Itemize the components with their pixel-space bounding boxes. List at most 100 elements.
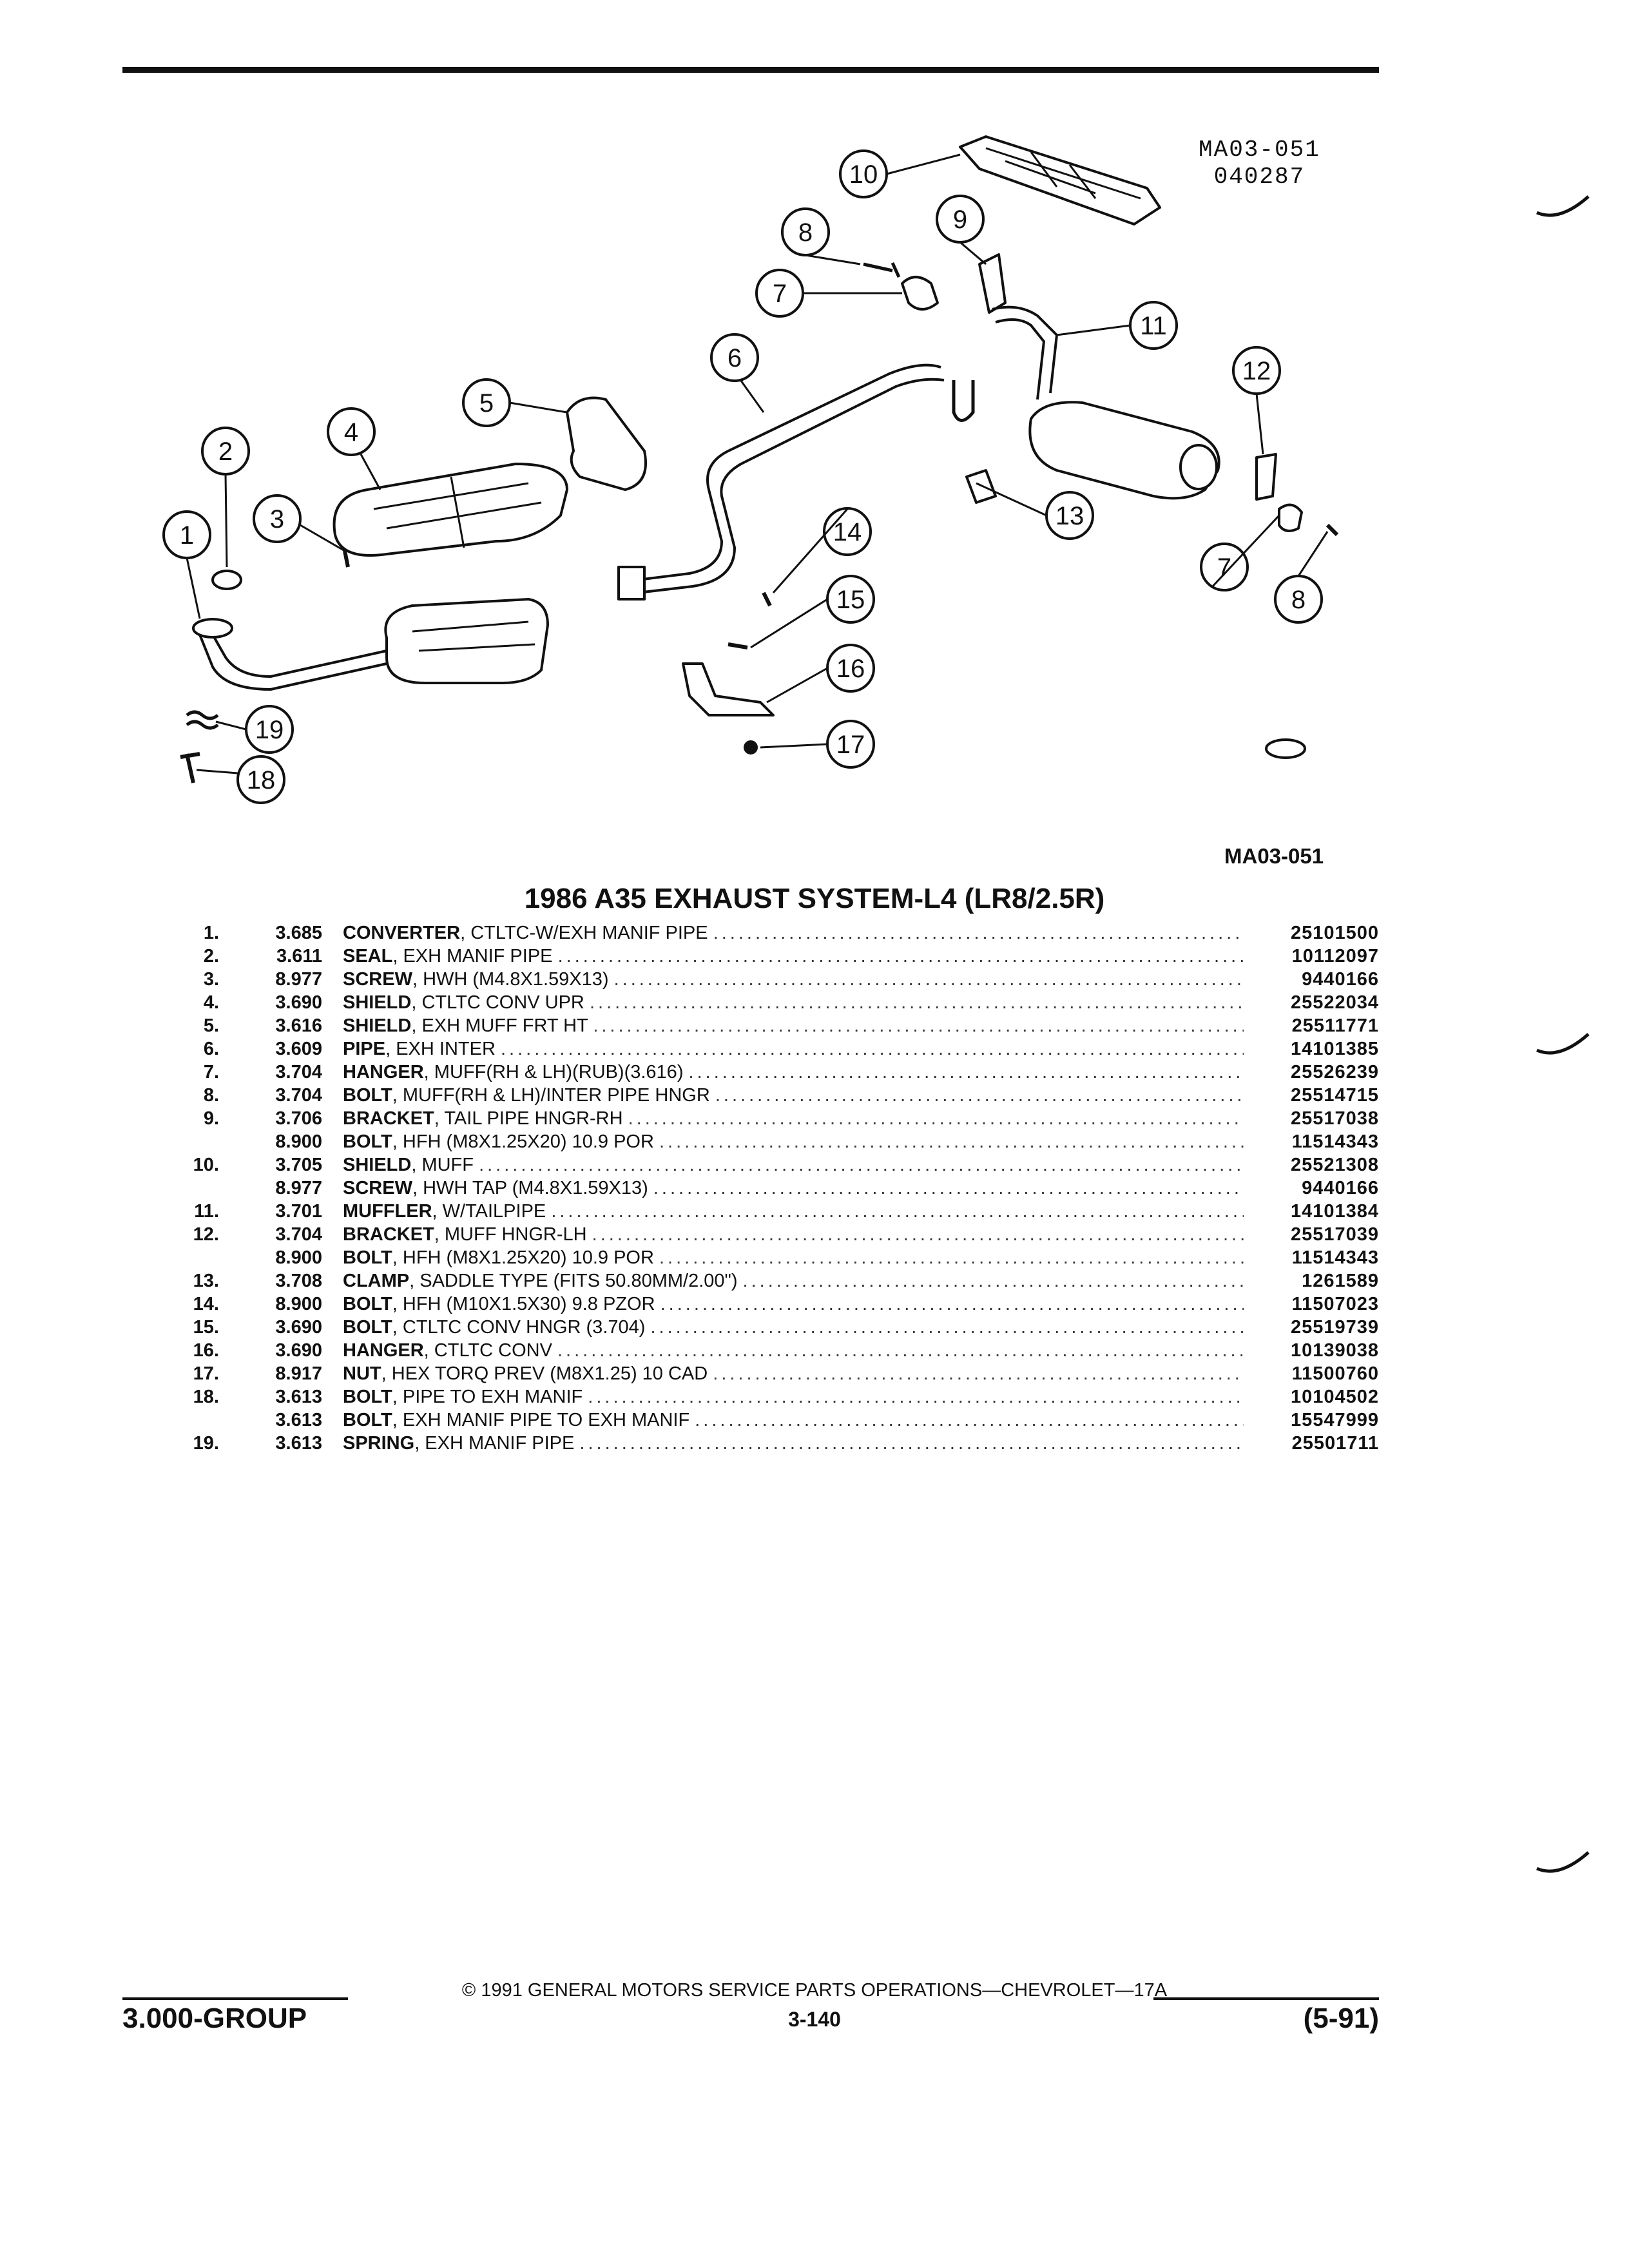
group-code: 3.613: [275, 1433, 322, 1454]
part-detail: , MUFF: [411, 1155, 474, 1175]
item-number: 5.: [203, 1015, 219, 1036]
footer-date: (5-91): [1303, 2003, 1379, 2034]
part-name: BOLT: [343, 1317, 392, 1338]
bracket-part: [978, 253, 1007, 314]
part-detail: , PIPE TO EXH MANIF: [392, 1387, 583, 1407]
callout-14: 14: [833, 518, 862, 546]
part-detail: , EXH INTER: [385, 1039, 496, 1059]
part-detail: , CTLTC CONV: [423, 1340, 552, 1361]
footer-copyright: © 1991 GENERAL MOTORS SERVICE PARTS OPER…: [461, 1980, 1168, 2001]
spring-part: [186, 710, 219, 730]
part-description: SHIELD, EXH MUFF FRT HT ................…: [343, 1015, 1245, 1037]
part-detail: , CTLTC CONV HNGR (3.704): [392, 1317, 646, 1338]
callout-11: 11: [1140, 312, 1167, 340]
part-number: 25521308: [1244, 1155, 1379, 1176]
part-number: 10112097: [1244, 946, 1379, 967]
item-number: 1.: [203, 923, 219, 943]
leader-dots: ........................................…: [593, 1015, 1245, 1036]
item-number: 11.: [194, 1201, 219, 1222]
part-detail: , CTLTC-W/EXH MANIF PIPE: [460, 923, 708, 943]
manifold-pipe-part: [198, 634, 387, 691]
leader-dots: ........................................…: [592, 1224, 1245, 1245]
part-number: 25526239: [1244, 1062, 1379, 1083]
part-name: BOLT: [343, 1247, 392, 1268]
footer-group: 3.000-GROUP: [122, 2003, 307, 2034]
group-code: 8.900: [275, 1131, 322, 1152]
diagram-code-id: MA03-051: [1199, 137, 1320, 163]
part-name: MUFFLER: [343, 1201, 432, 1222]
part-detail: , HFH (M8X1.25X20) 10.9 POR: [392, 1247, 654, 1268]
margin-tick-mark: [1536, 1033, 1590, 1055]
part-name: BOLT: [343, 1410, 392, 1430]
part-detail: , CTLTC CONV UPR: [411, 992, 584, 1013]
callout-2: 2: [218, 437, 233, 466]
part-name: CONVERTER: [343, 923, 461, 943]
hanger-part: [901, 276, 939, 311]
group-code: 3.701: [275, 1201, 322, 1222]
callout-10: 10: [849, 160, 878, 189]
exhaust-diagram: 10 8 9 7 11 6 12 5 4 2 3 1 13 14 7 8 15 …: [162, 135, 1339, 804]
leader-dots: ........................................…: [588, 1387, 1245, 1407]
gm-logo-mark: [1265, 738, 1306, 759]
callout-8: 8: [798, 218, 813, 247]
group-code: 3.613: [275, 1387, 322, 1407]
item-number: 9.: [203, 1108, 219, 1129]
group-code: 3.704: [275, 1085, 322, 1106]
part-description: BRACKET, MUFF HNGR-LH ..................…: [343, 1224, 1245, 1245]
part-description: BOLT, CTLTC CONV HNGR (3.704) ..........…: [343, 1317, 1245, 1338]
callout-15: 15: [836, 586, 865, 614]
part-description: SEAL, EXH MANIF PIPE ...................…: [343, 946, 1245, 967]
part-description: SCREW, HWH (M4.8X1.59X13) ..............…: [343, 969, 1245, 990]
part-name: BOLT: [343, 1085, 392, 1106]
clamp-part: [952, 380, 975, 422]
leader-dots: ........................................…: [613, 969, 1245, 990]
callout-17: 17: [836, 731, 865, 759]
seal-part: [211, 570, 242, 590]
part-number: 11514343: [1244, 1131, 1379, 1153]
callout-6: 6: [728, 344, 742, 372]
part-name: HANGER: [343, 1062, 424, 1082]
group-code: 3.708: [275, 1271, 322, 1291]
part-number: 9440166: [1244, 1178, 1379, 1199]
item-number: 15.: [193, 1317, 219, 1338]
part-number: 10104502: [1244, 1387, 1379, 1408]
part-description: PIPE, EXH INTER ........................…: [343, 1039, 1245, 1060]
callout-1: 1: [180, 521, 194, 550]
part-name: SHIELD: [343, 1015, 412, 1036]
leader-dots: ........................................…: [653, 1178, 1245, 1198]
margin-tick-mark: [1536, 195, 1590, 217]
callout-3: 3: [270, 505, 284, 533]
part-number: 14101384: [1244, 1201, 1379, 1222]
part-detail: , EXH MANIF PIPE: [392, 946, 553, 966]
item-number: 10.: [193, 1155, 219, 1175]
item-number: 7.: [203, 1062, 219, 1082]
part-name: SPRING: [343, 1433, 415, 1454]
part-name: PIPE: [343, 1039, 386, 1059]
group-code: 8.917: [275, 1363, 322, 1384]
callout-8b: 8: [1291, 586, 1306, 614]
part-number: 9440166: [1244, 969, 1379, 990]
leader-dots: ........................................…: [579, 1433, 1245, 1454]
group-code: 3.705: [275, 1155, 322, 1175]
part-detail: , HWH TAP (M4.8X1.59X13): [412, 1178, 648, 1198]
part-detail: , EXH MANIF PIPE TO EXH MANIF: [392, 1410, 690, 1430]
part-number: 14101385: [1244, 1039, 1379, 1060]
group-code: 8.977: [275, 1178, 322, 1198]
converter-part: [384, 598, 549, 684]
converter-hanger-part: [682, 662, 775, 716]
part-number: 25522034: [1244, 992, 1379, 1014]
item-number: 12.: [193, 1224, 219, 1245]
item-number: 4.: [203, 992, 219, 1013]
part-description: BOLT, HFH (M8X1.25X20) 10.9 POR ........…: [343, 1131, 1245, 1153]
